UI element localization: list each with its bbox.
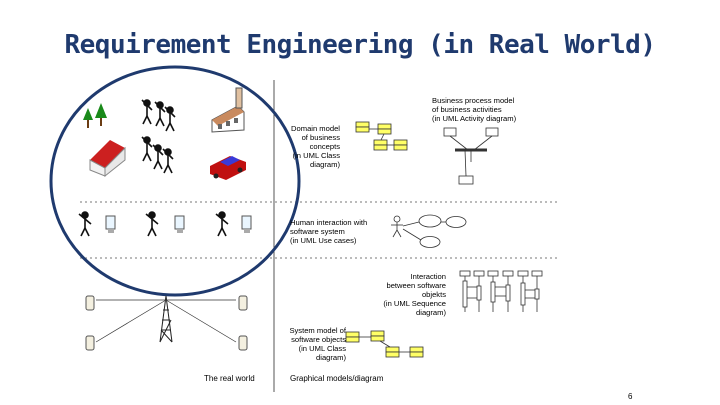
people-group-icon [142, 100, 175, 131]
system-model-label: System model of software objects (in UML… [268, 326, 346, 362]
sequence-diagram [488, 271, 513, 312]
device-icon [239, 296, 247, 310]
user-at-computer-icon [146, 212, 158, 236]
user-at-computer-icon [216, 212, 228, 236]
computer-icon [106, 216, 115, 233]
computer-icon [242, 216, 251, 233]
activity-diagram [444, 128, 498, 184]
house-icon [90, 140, 125, 176]
tree-icon [83, 103, 107, 128]
sequence-diagram [460, 271, 484, 312]
user-at-computer-icon [79, 212, 91, 236]
use-case-diagram [391, 215, 466, 248]
device-icon [86, 296, 94, 310]
factory-icon [212, 88, 244, 132]
real-world-circle [51, 67, 299, 295]
people-group-icon [142, 137, 173, 173]
domain-class-diagram [356, 122, 407, 150]
domain-model-label: Domain model of business concepts (in UM… [268, 124, 340, 169]
car-icon [210, 156, 246, 180]
page-number: 6 [628, 392, 632, 401]
graphical-models-label: Graphical models/diagram [290, 374, 383, 383]
real-world-label: The real world [204, 374, 255, 383]
device-icon [86, 336, 94, 350]
device-icon [239, 336, 247, 350]
sequence-diagram [518, 271, 542, 312]
business-process-label: Business process model of business activ… [432, 96, 516, 123]
computer-icon [175, 216, 184, 233]
human-interaction-label: Human interaction with software system (… [290, 218, 367, 245]
interaction-label: Interaction between software objekts (in… [358, 272, 446, 317]
system-class-diagram [346, 331, 423, 357]
